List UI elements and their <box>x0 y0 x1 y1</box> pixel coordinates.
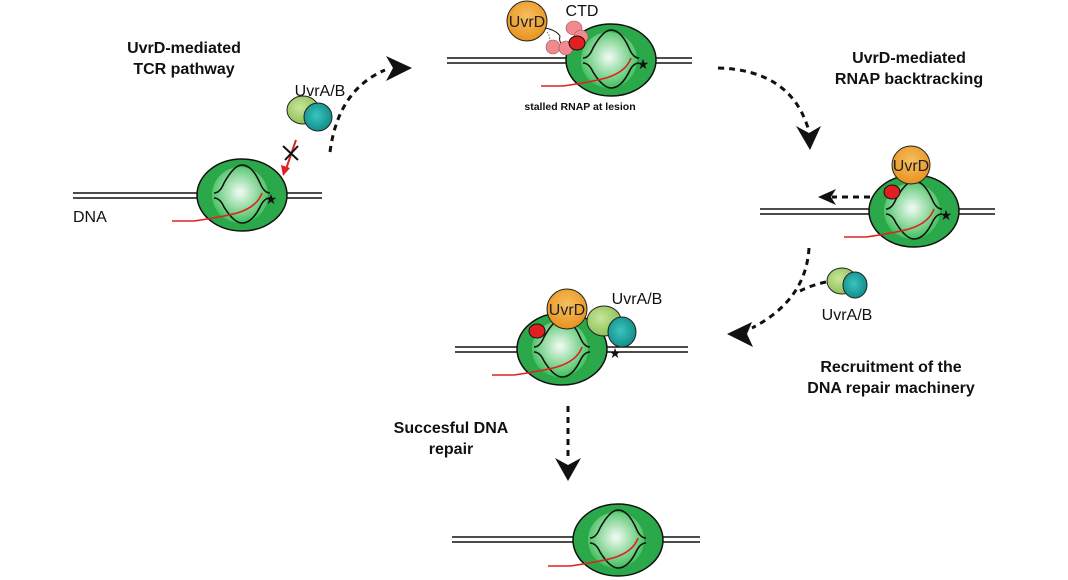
uvrb-protein <box>842 271 868 299</box>
repair-line2: repair <box>429 441 473 458</box>
uvrd-protein <box>506 0 548 42</box>
dashed-arrow-1 <box>328 68 386 153</box>
uvrd-label: UvrD <box>549 302 585 319</box>
dashed-arrow-join <box>799 280 827 293</box>
title-left-line1: UvrD-mediated <box>127 40 241 57</box>
arrowhead-icon <box>818 189 836 205</box>
lesion-star-icon: ★ <box>265 193 278 208</box>
uvrd-protein <box>891 145 931 185</box>
step-initial: UvrD-mediated TCR pathway ★ DNA UvrA/B <box>73 40 346 232</box>
title-right-line1: UvrD-mediated <box>852 50 966 67</box>
rnap-complex <box>547 503 664 577</box>
lesion-star-icon: ★ <box>609 347 622 362</box>
red-domain <box>528 323 546 339</box>
step-repaired <box>452 503 700 577</box>
lesion-star-icon: ★ <box>637 58 650 73</box>
stalled-rnap-label: stalled RNAP at lesion <box>524 101 635 113</box>
step-backtracking: ★ UvrD <box>760 145 995 248</box>
step-stalled-rnap: ★ UvrD CTD stalled RNAP at lesion <box>447 0 692 113</box>
ctd-label: CTD <box>566 3 599 20</box>
arrowhead-icon <box>796 126 821 150</box>
uvrab-label: UvrA/B <box>822 307 873 324</box>
cross-icon <box>284 145 299 161</box>
uvrb-protein <box>607 316 637 348</box>
dna-label: DNA <box>73 209 107 226</box>
dashed-arrow-3 <box>751 247 811 330</box>
blocked-arrow <box>284 139 297 173</box>
lesion-star-icon: ★ <box>940 209 953 224</box>
uvrd-label: UvrD <box>509 14 545 31</box>
title-right-line2: RNAP backtracking <box>835 71 983 88</box>
title-left-line2: TCR pathway <box>133 61 234 78</box>
ctd-domain <box>545 39 561 55</box>
repair-line1: Succesful DNA <box>394 420 509 437</box>
arrowhead-icon <box>555 458 581 481</box>
uvrd-label: UvrD <box>893 158 929 175</box>
uvrb-protein <box>303 102 333 132</box>
arrowhead-icon <box>386 56 412 81</box>
uvrd-protein <box>546 288 588 330</box>
recruitment-line1: Recruitment of the <box>820 359 961 376</box>
red-domain <box>568 35 586 51</box>
uvrab-label: UvrA/B <box>295 83 346 100</box>
arrowhead-icon <box>727 322 753 347</box>
ctd-linker <box>546 31 551 47</box>
dashed-arrow-2 <box>717 66 810 129</box>
recruitment-line2: DNA repair machinery <box>807 380 975 397</box>
step-recruitment: ★ UvrD UvrA/B <box>455 288 688 386</box>
uvrab-label: UvrA/B <box>612 291 663 308</box>
red-domain <box>883 184 901 200</box>
arrowhead-icon <box>281 165 290 176</box>
